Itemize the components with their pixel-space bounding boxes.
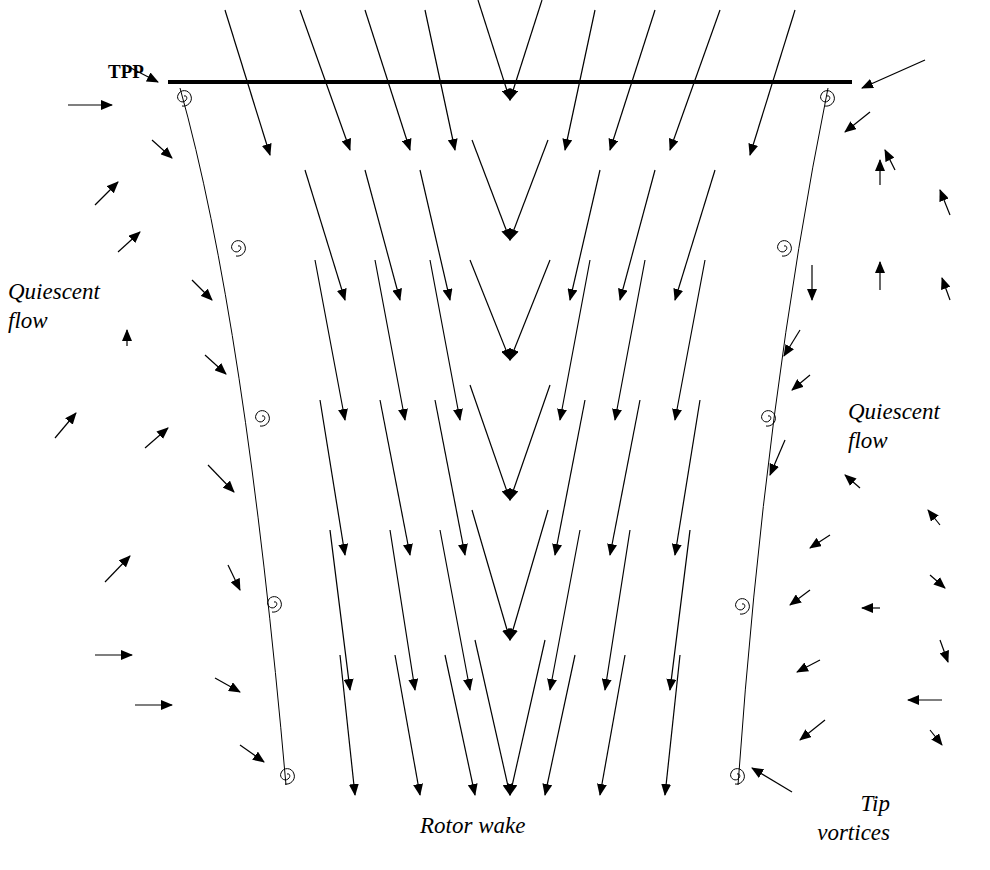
plane-label: TPP	[108, 60, 188, 84]
tip-vortex	[178, 91, 835, 785]
wake-boundary	[738, 88, 828, 785]
wake-boundary	[180, 88, 286, 785]
wake-arrow	[225, 0, 795, 795]
leader-arrow	[752, 768, 792, 792]
vortex-label: Tip vortices	[790, 790, 890, 848]
flow-arrow	[55, 60, 950, 762]
tip-path-plane	[168, 80, 852, 84]
flow-label: Quiescent flow	[848, 398, 983, 456]
flow-label: Quiescent flow	[8, 278, 128, 336]
wake-label: Rotor wake	[420, 812, 580, 841]
